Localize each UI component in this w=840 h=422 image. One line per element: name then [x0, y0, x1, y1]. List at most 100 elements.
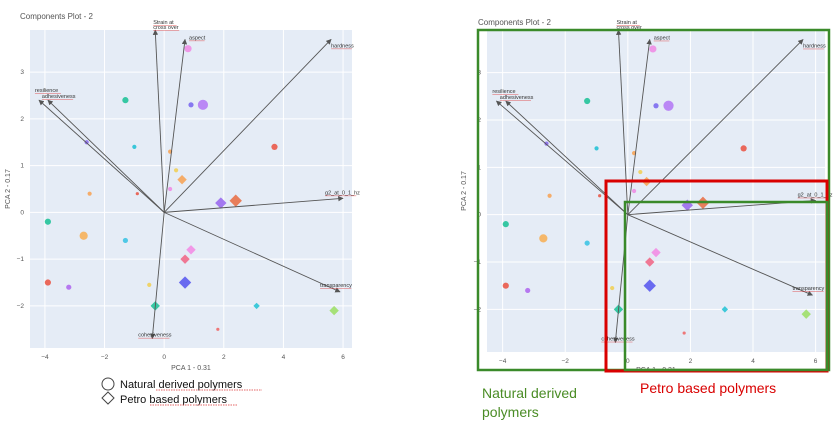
loading-arrow	[163, 38, 332, 213]
data-point-circle	[638, 169, 643, 175]
plot-area	[487, 30, 825, 352]
data-point-diamond	[253, 302, 260, 310]
loading-arrow	[627, 39, 804, 215]
data-point-diamond	[721, 306, 729, 313]
data-point-circle	[631, 188, 637, 194]
loading-arrow	[47, 99, 165, 213]
loading-label: resilience	[492, 89, 515, 95]
legend-item-petro: Petro based polymers	[120, 394, 227, 406]
data-point-diamond	[178, 276, 192, 289]
data-point-circle	[525, 287, 531, 294]
petro-based-label: Petro based polymers	[640, 380, 776, 396]
loading-label: adhesiveness	[42, 94, 76, 100]
y-tick-label: 1	[477, 164, 481, 171]
loading-label: transparency	[320, 283, 352, 289]
data-point-circle	[682, 331, 686, 335]
x-tick-label: 0	[162, 354, 166, 361]
loading-label: cross over	[616, 25, 642, 31]
data-point-circle	[216, 327, 220, 331]
chart-title: Components Plot - 2	[20, 12, 93, 21]
x-tick-label: −4	[499, 358, 507, 365]
x-tick-label: 4	[751, 358, 755, 365]
loading-arrow	[150, 212, 165, 340]
y-tick-label: 3	[477, 70, 481, 77]
loading-arrow	[38, 99, 165, 213]
data-point-circle	[653, 103, 659, 109]
loading-label: hardness	[803, 43, 826, 49]
y-axis-label: PCA 2 - 0.17	[461, 171, 468, 211]
x-tick-label: −4	[41, 354, 49, 361]
data-point-circle	[122, 237, 129, 244]
x-tick-label: 2	[222, 354, 226, 361]
loading-arrow	[627, 214, 813, 296]
x-tick-label: 6	[341, 354, 345, 361]
y-tick-label: −1	[17, 256, 25, 263]
data-point-circle	[502, 282, 509, 289]
data-point-circle	[87, 191, 92, 196]
loading-arrow	[164, 196, 344, 213]
loading-label: cohesiveness	[138, 333, 172, 339]
plot-area	[30, 30, 352, 348]
data-point-diamond	[801, 309, 811, 319]
data-point-circle	[147, 282, 152, 287]
y-axis-label: PCA 2 - 0.17	[5, 169, 12, 209]
loading-label: transparency	[792, 286, 824, 292]
data-point-circle	[740, 145, 747, 152]
legend-diamond-marker	[101, 391, 115, 405]
data-point-circle	[79, 231, 88, 240]
data-point-diamond	[651, 247, 661, 258]
y-tick-label: 1	[20, 163, 24, 170]
data-point-circle	[197, 99, 209, 110]
loading-label: aspect	[654, 35, 671, 41]
data-point-circle	[584, 97, 591, 105]
data-point-circle	[547, 193, 552, 198]
data-point-circle	[132, 144, 137, 150]
x-tick-label: −2	[101, 354, 109, 361]
legend-item-natural: Natural derived polymers	[120, 379, 243, 391]
y-tick-label: 0	[20, 209, 24, 216]
data-point-circle	[649, 45, 657, 53]
data-point-circle	[502, 221, 509, 228]
x-tick-label: 2	[689, 358, 693, 365]
data-point-circle	[539, 234, 548, 243]
data-point-circle	[173, 168, 179, 173]
data-point-circle	[122, 97, 129, 104]
data-point-circle	[271, 143, 278, 151]
x-tick-label: 0	[626, 358, 630, 365]
overlap-box	[623, 200, 829, 372]
x-tick-label: 4	[282, 354, 286, 361]
loading-label: Strain at	[616, 20, 637, 26]
loading-label: g2_at_0_1_hz	[325, 190, 360, 196]
loading-arrow	[152, 29, 165, 213]
data-point-diamond	[186, 245, 196, 255]
data-point-circle	[66, 284, 72, 290]
y-tick-label: −2	[17, 303, 25, 310]
data-point-circle	[610, 285, 615, 291]
y-tick-label: 3	[20, 69, 24, 76]
data-point-circle	[184, 45, 192, 53]
loading-arrow	[627, 38, 652, 215]
loading-arrow	[163, 38, 188, 213]
loading-label: aspect	[189, 35, 206, 41]
loading-label: resilience	[35, 88, 58, 94]
y-tick-label: 2	[477, 117, 481, 124]
data-point-diamond	[229, 194, 242, 207]
y-tick-label: 0	[477, 212, 481, 219]
data-point-circle	[135, 192, 139, 196]
loading-label: hardness	[331, 43, 354, 49]
loading-arrow	[615, 29, 629, 215]
loading-label: adhesiveness	[500, 95, 534, 101]
y-tick-label: 2	[20, 116, 24, 123]
data-point-circle	[44, 218, 51, 225]
data-point-diamond	[329, 305, 339, 316]
data-point-circle	[188, 102, 194, 108]
data-point-circle	[594, 146, 599, 151]
data-point-circle	[584, 240, 590, 246]
x-axis-label: PCA 1 - 0.31	[171, 365, 211, 372]
